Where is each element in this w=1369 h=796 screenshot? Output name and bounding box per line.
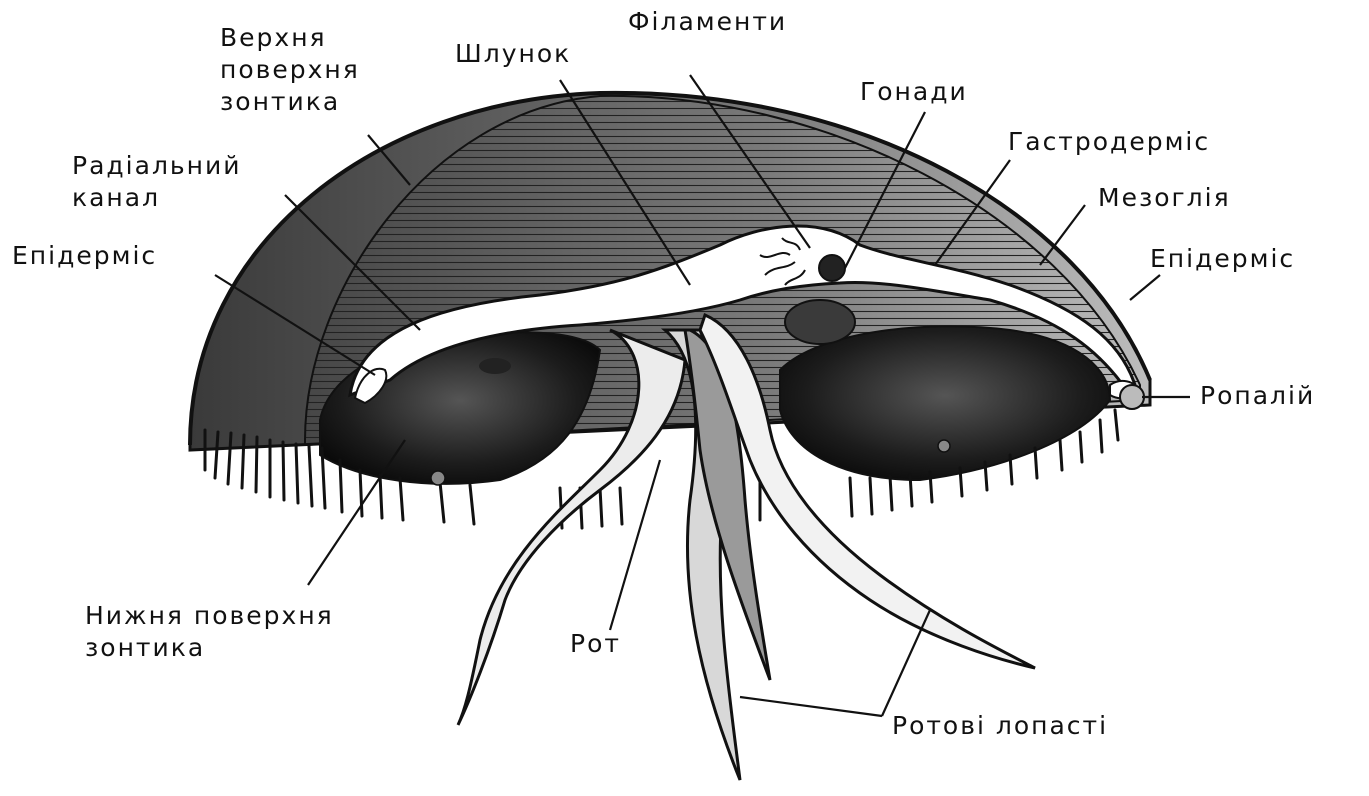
label-radial-canal-line2: канал bbox=[72, 182, 242, 214]
label-oral-arms: Ротові лопасті bbox=[892, 710, 1108, 742]
label-gonads: Гонади bbox=[860, 76, 968, 108]
subumbrella-opening bbox=[479, 358, 511, 374]
label-upper-surface-line2: поверхня bbox=[220, 54, 360, 86]
label-upper-surface-line1: Верхня bbox=[220, 22, 360, 54]
label-mouth: Рот bbox=[570, 628, 621, 660]
gonad bbox=[819, 255, 845, 281]
leader-mouth bbox=[610, 460, 660, 630]
label-lower-surface: Нижня поверхня зонтика bbox=[85, 600, 334, 664]
label-epidermis-right: Епідерміс bbox=[1150, 243, 1295, 275]
label-radial-canal: Радіальний канал bbox=[72, 150, 242, 214]
label-upper-surface-line3: зонтика bbox=[220, 86, 360, 118]
label-radial-canal-line1: Радіальний bbox=[72, 150, 242, 182]
label-upper-surface: Верхня поверхня зонтика bbox=[220, 22, 360, 118]
rhopalium-mid bbox=[938, 440, 950, 452]
rhopalium bbox=[1120, 385, 1144, 409]
leader-oral-arms-a bbox=[740, 697, 882, 716]
leader-epidermis-right bbox=[1130, 275, 1160, 300]
label-lower-surface-line1: Нижня поверхня bbox=[85, 600, 334, 632]
label-lower-surface-line2: зонтика bbox=[85, 632, 334, 664]
rhopalium-left bbox=[431, 471, 445, 485]
gonad-pouch bbox=[785, 300, 855, 344]
label-gastrodermis: Гастродерміс bbox=[1008, 126, 1210, 158]
label-stomach: Шлунок bbox=[455, 38, 571, 70]
label-filaments: Філаменти bbox=[628, 6, 787, 38]
label-epidermis-left: Епідерміс bbox=[12, 240, 157, 272]
label-rhopalium: Ропалій bbox=[1200, 380, 1315, 412]
label-mesoglea: Мезоглія bbox=[1098, 182, 1231, 214]
leader-oral-arms-b bbox=[882, 610, 930, 716]
